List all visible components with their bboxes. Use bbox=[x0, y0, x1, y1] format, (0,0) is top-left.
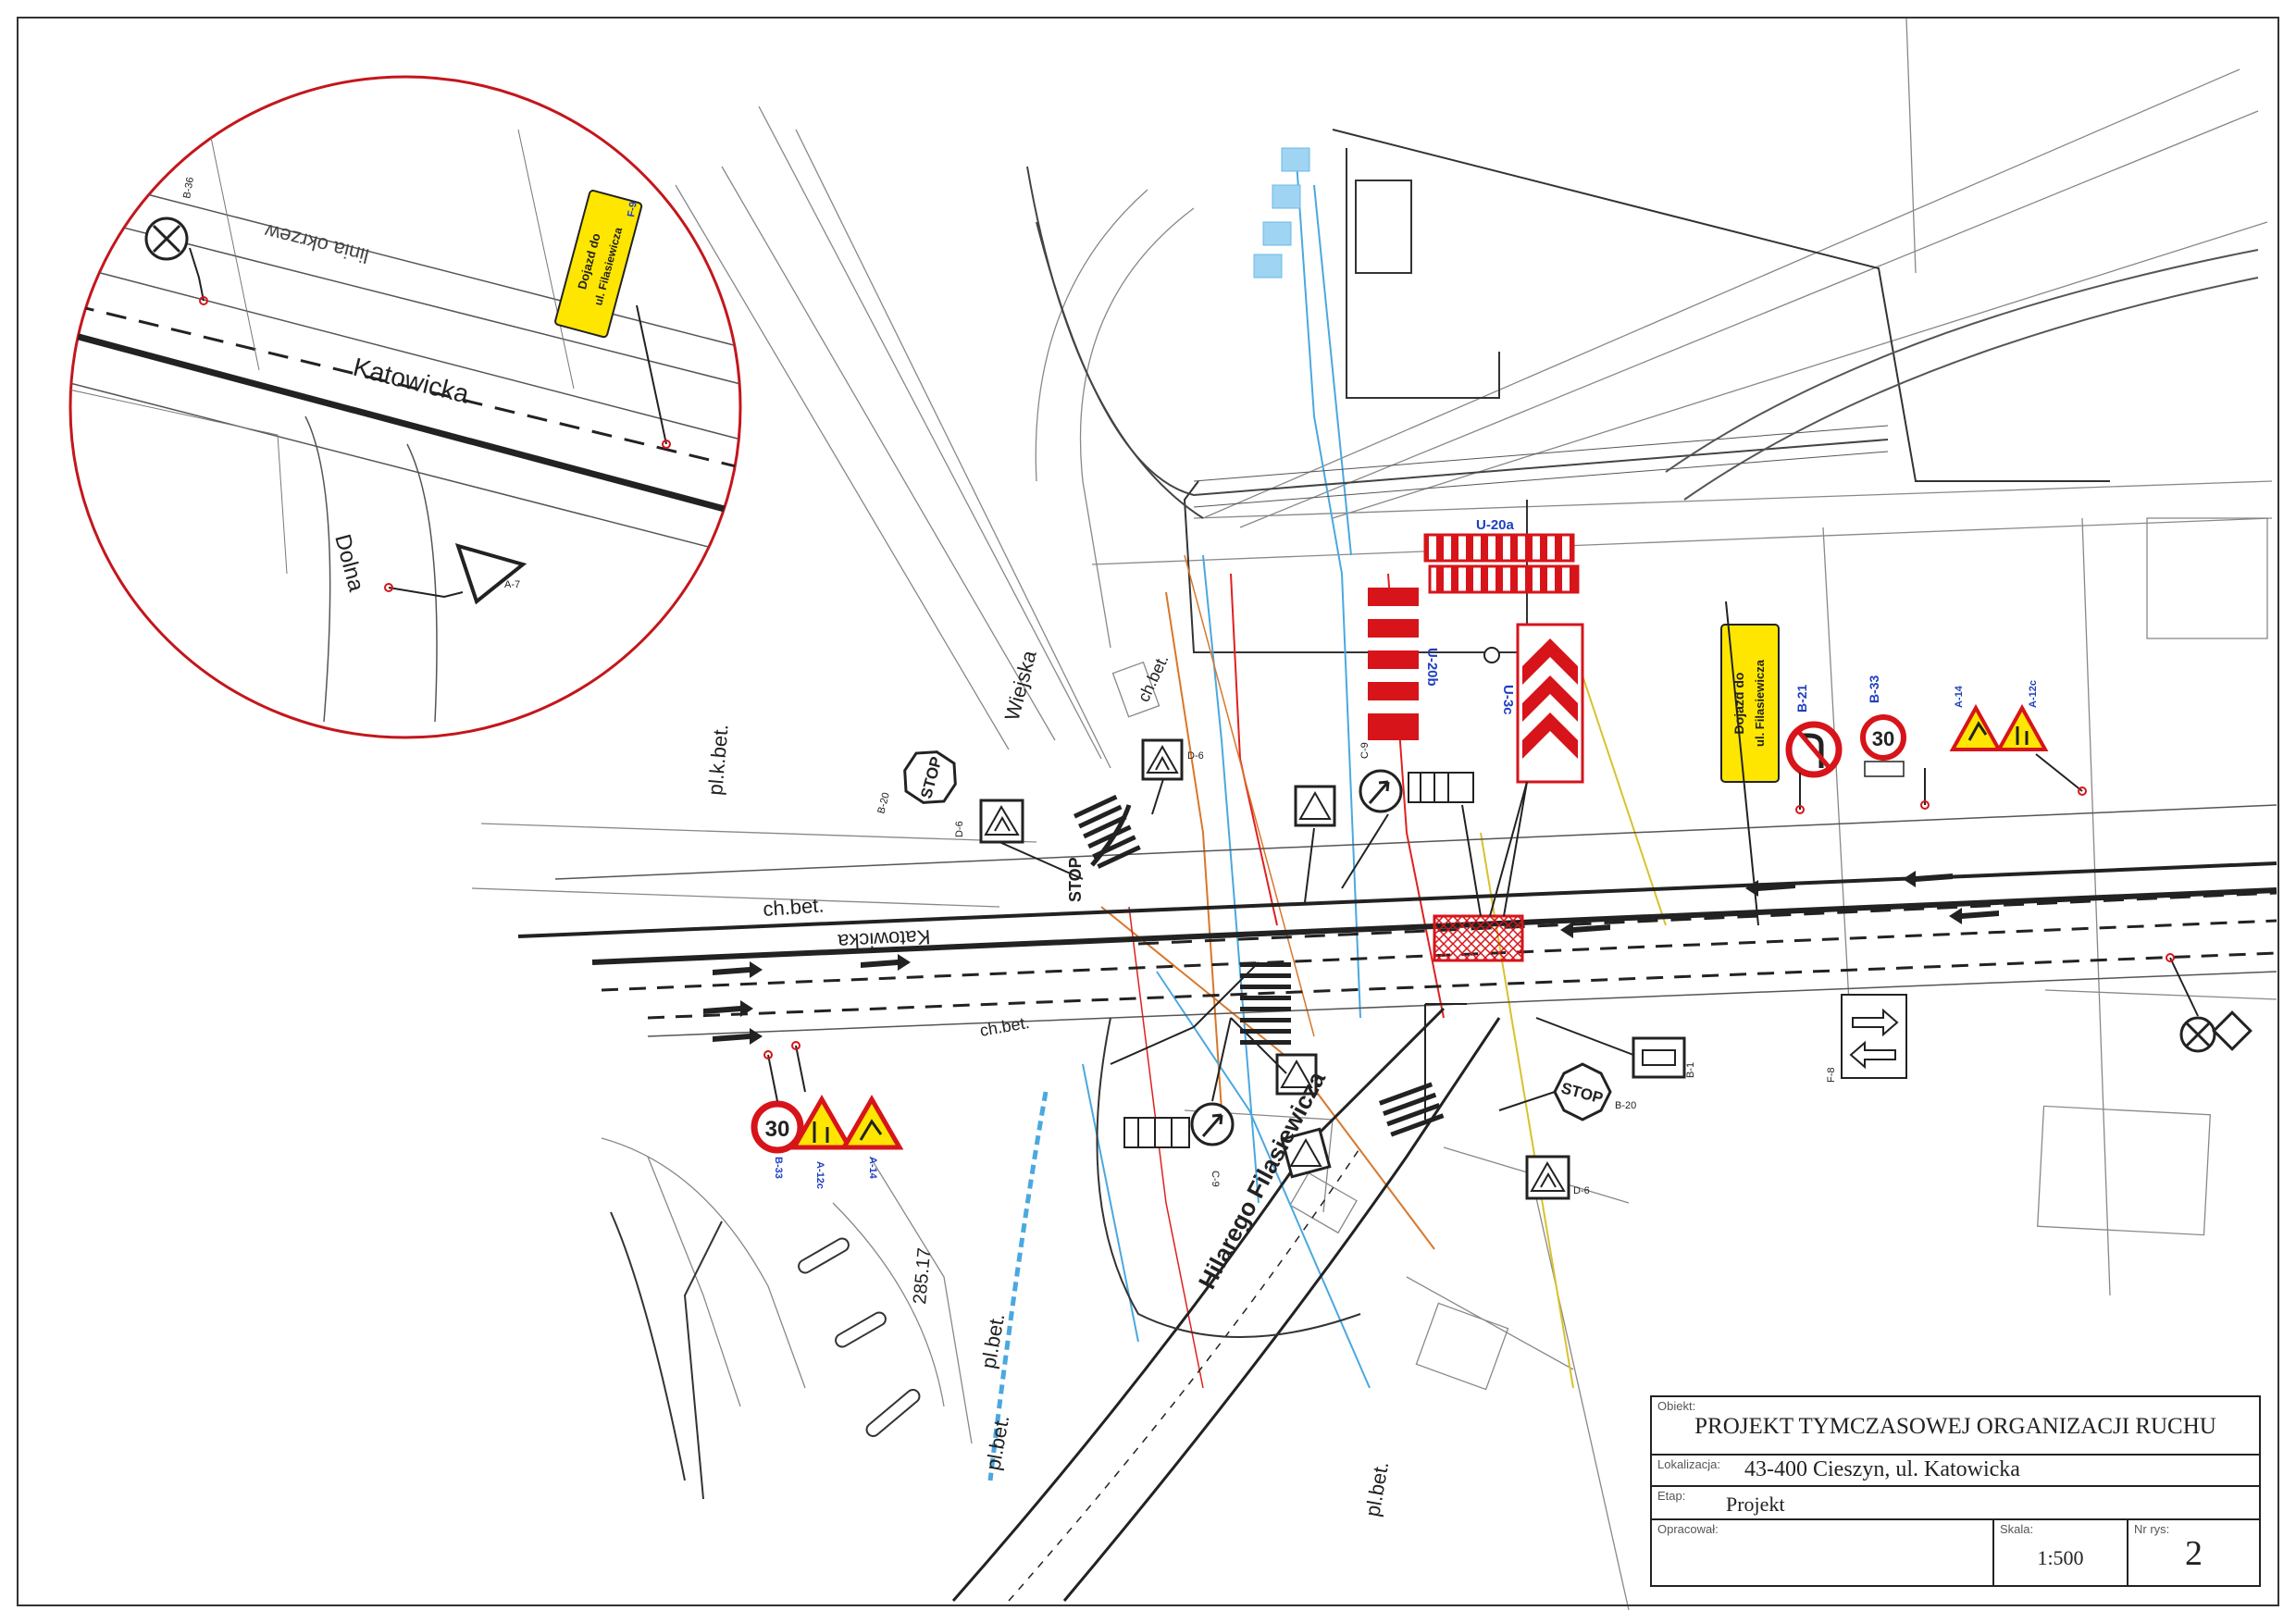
inset-label-a7: A-7 bbox=[504, 579, 520, 590]
sign-connectors bbox=[999, 778, 1634, 1120]
sign-f8: F-8 bbox=[1826, 994, 1907, 1084]
label-b21: B-21 bbox=[1794, 684, 1809, 712]
caption-skala: Skala: bbox=[2000, 1522, 2034, 1536]
label-d6-b: D-6 bbox=[1187, 750, 1204, 762]
caption-obiekt: Obiekt: bbox=[1657, 1399, 1696, 1413]
speed-30-lower: 30 bbox=[765, 1117, 790, 1142]
sign-c9-lower: C-9 bbox=[1123, 1102, 1235, 1187]
label-u20b: U-20b bbox=[1424, 648, 1440, 687]
sign-stop-left: STOP B-20 bbox=[875, 750, 957, 815]
label-chbet-3: ch.bet. bbox=[978, 1013, 1031, 1040]
crosswalks bbox=[1074, 794, 1445, 1137]
inset-label-f9: F-9 bbox=[626, 201, 639, 217]
label-f8: F-8 bbox=[1826, 1068, 1837, 1084]
barrier-u20a: U-20a bbox=[1423, 517, 1580, 594]
sign-b33-lower: 30 B-33 bbox=[751, 1100, 804, 1179]
road-katowicka bbox=[517, 804, 2277, 1037]
water-tiles bbox=[1253, 147, 1310, 279]
label-b20-right: B-20 bbox=[1615, 1100, 1636, 1111]
label-a14-lower: A-14 bbox=[867, 1157, 878, 1180]
caption-nr: Nr rys: bbox=[2134, 1522, 2170, 1536]
label-d6-c: D-6 bbox=[1573, 1185, 1590, 1196]
sign-d6-f bbox=[1280, 1127, 1332, 1179]
label-b1: B-1 bbox=[1685, 1062, 1696, 1078]
cell-opracowal: Opracował: bbox=[1652, 1520, 1994, 1585]
title-block: Obiekt: PROJEKT TYMCZASOWEJ ORGANIZACJI … bbox=[1650, 1395, 2261, 1587]
sign-d6-a: D-6 bbox=[954, 799, 1024, 844]
utility-lines bbox=[987, 147, 1667, 1481]
inset-detail: Katowicka linia okrzew Dolna B-36 Dojazd… bbox=[68, 75, 742, 739]
sign-b33-upper: 30 B-33 bbox=[1860, 675, 1906, 777]
road-hilarego bbox=[951, 1007, 1501, 1602]
sign-d6-e bbox=[1275, 1053, 1318, 1096]
label-b33-lower: B-33 bbox=[773, 1157, 784, 1179]
street-katowicka: Katowicka bbox=[837, 925, 931, 953]
road-arrows bbox=[703, 871, 1999, 1045]
label-chbet-2: ch.bet. bbox=[1134, 651, 1172, 704]
label-u20a: U-20a bbox=[1476, 517, 1515, 533]
label-elevation: 285.17 bbox=[910, 1247, 935, 1306]
label-d6-a: D-6 bbox=[954, 821, 965, 837]
f9-line2: ul. Filasiewicza bbox=[1753, 659, 1767, 747]
title-row-lokalizacja: Lokalizacja: 43-400 Cieszyn, ul. Katowic… bbox=[1652, 1456, 2259, 1487]
survey-lines bbox=[471, 18, 2277, 1611]
stage-value: Projekt bbox=[1726, 1493, 1785, 1516]
closure-area bbox=[1433, 914, 1524, 962]
chevron-u3c: U-3c bbox=[1483, 623, 1584, 784]
label-a12c-lower: A-12c bbox=[814, 1161, 825, 1189]
label-u3c: U-3c bbox=[1500, 685, 1516, 715]
sign-b36-right bbox=[2166, 953, 2253, 1053]
label-chbet-1: ch.bet. bbox=[763, 893, 825, 921]
building-outline-upper bbox=[1183, 129, 2110, 653]
sign-c9-upper: C-9 bbox=[1359, 742, 1474, 813]
label-plkbet: pl.k.bet. bbox=[703, 724, 733, 797]
stop-marking: STOP bbox=[1066, 804, 1132, 902]
road-wiejska bbox=[1026, 166, 2259, 519]
label-c9-upper: C-9 bbox=[1359, 742, 1371, 759]
location-value: 43-400 Cieszyn, ul. Katowicka bbox=[1744, 1457, 2020, 1481]
label-a14-upper: A-14 bbox=[1954, 685, 1965, 708]
label-c9-lower: C-9 bbox=[1210, 1171, 1221, 1187]
title-row-etap: Etap: Projekt bbox=[1652, 1487, 2259, 1520]
cell-skala: Skala: 1:500 bbox=[1994, 1520, 2128, 1585]
sign-a12c-upper: A-12c bbox=[1995, 680, 2049, 751]
sign-b21: B-21 bbox=[1785, 684, 1843, 778]
sign-a14-upper: A-14 bbox=[1949, 685, 2003, 751]
drawing-number: 2 bbox=[2185, 1534, 2203, 1573]
label-plbet-2: pl.bet. bbox=[981, 1414, 1013, 1472]
label-a12c-upper: A-12c bbox=[2028, 680, 2039, 708]
cell-nr: Nr rys: 2 bbox=[2128, 1520, 2259, 1585]
label-b33-upper: B-33 bbox=[1867, 675, 1881, 703]
sign-a12c-lower: A-12c bbox=[789, 1094, 854, 1189]
label-b20-left: B-20 bbox=[875, 791, 892, 815]
sign-d6-b: D-6 bbox=[1141, 738, 1204, 781]
sign-stop-right: STOP B-20 bbox=[1553, 1062, 1636, 1121]
sign-d6-c: D-6 bbox=[1525, 1155, 1590, 1200]
sign-posts-lower bbox=[763, 1041, 806, 1102]
street-wiejska: Wiejska bbox=[1000, 648, 1041, 724]
inset-label-b36: B-36 bbox=[181, 177, 196, 200]
sign-a14-lower: A-14 bbox=[839, 1094, 904, 1180]
sign-rect-lower: B-1 bbox=[1632, 1036, 1696, 1079]
caption-opracowal: Opracował: bbox=[1657, 1522, 1719, 1536]
scale-value: 1:500 bbox=[2037, 1546, 2084, 1569]
sign-posts-right bbox=[1725, 601, 2087, 926]
sign-d6-d bbox=[1294, 785, 1336, 827]
inset-a7-yield-icon bbox=[454, 543, 527, 605]
title-row-obiekt: Obiekt: PROJEKT TYMCZASOWEJ ORGANIZACJI … bbox=[1652, 1397, 2259, 1456]
label-plbet-3: pl.bet. bbox=[1360, 1460, 1393, 1518]
barrier-u20b: U-20b bbox=[1368, 588, 1440, 740]
lamp-icon bbox=[1483, 647, 1500, 663]
parking-lower-left bbox=[610, 1017, 1361, 1500]
caption-etap: Etap: bbox=[1657, 1489, 1686, 1503]
stop-marking-text: STOP bbox=[1066, 857, 1085, 902]
project-title: PROJEKT TYMCZASOWEJ ORGANIZACJI RUCHU bbox=[1694, 1414, 2216, 1439]
speed-30-upper: 30 bbox=[1872, 727, 1894, 750]
caption-lokalizacja: Lokalizacja: bbox=[1657, 1457, 1720, 1471]
